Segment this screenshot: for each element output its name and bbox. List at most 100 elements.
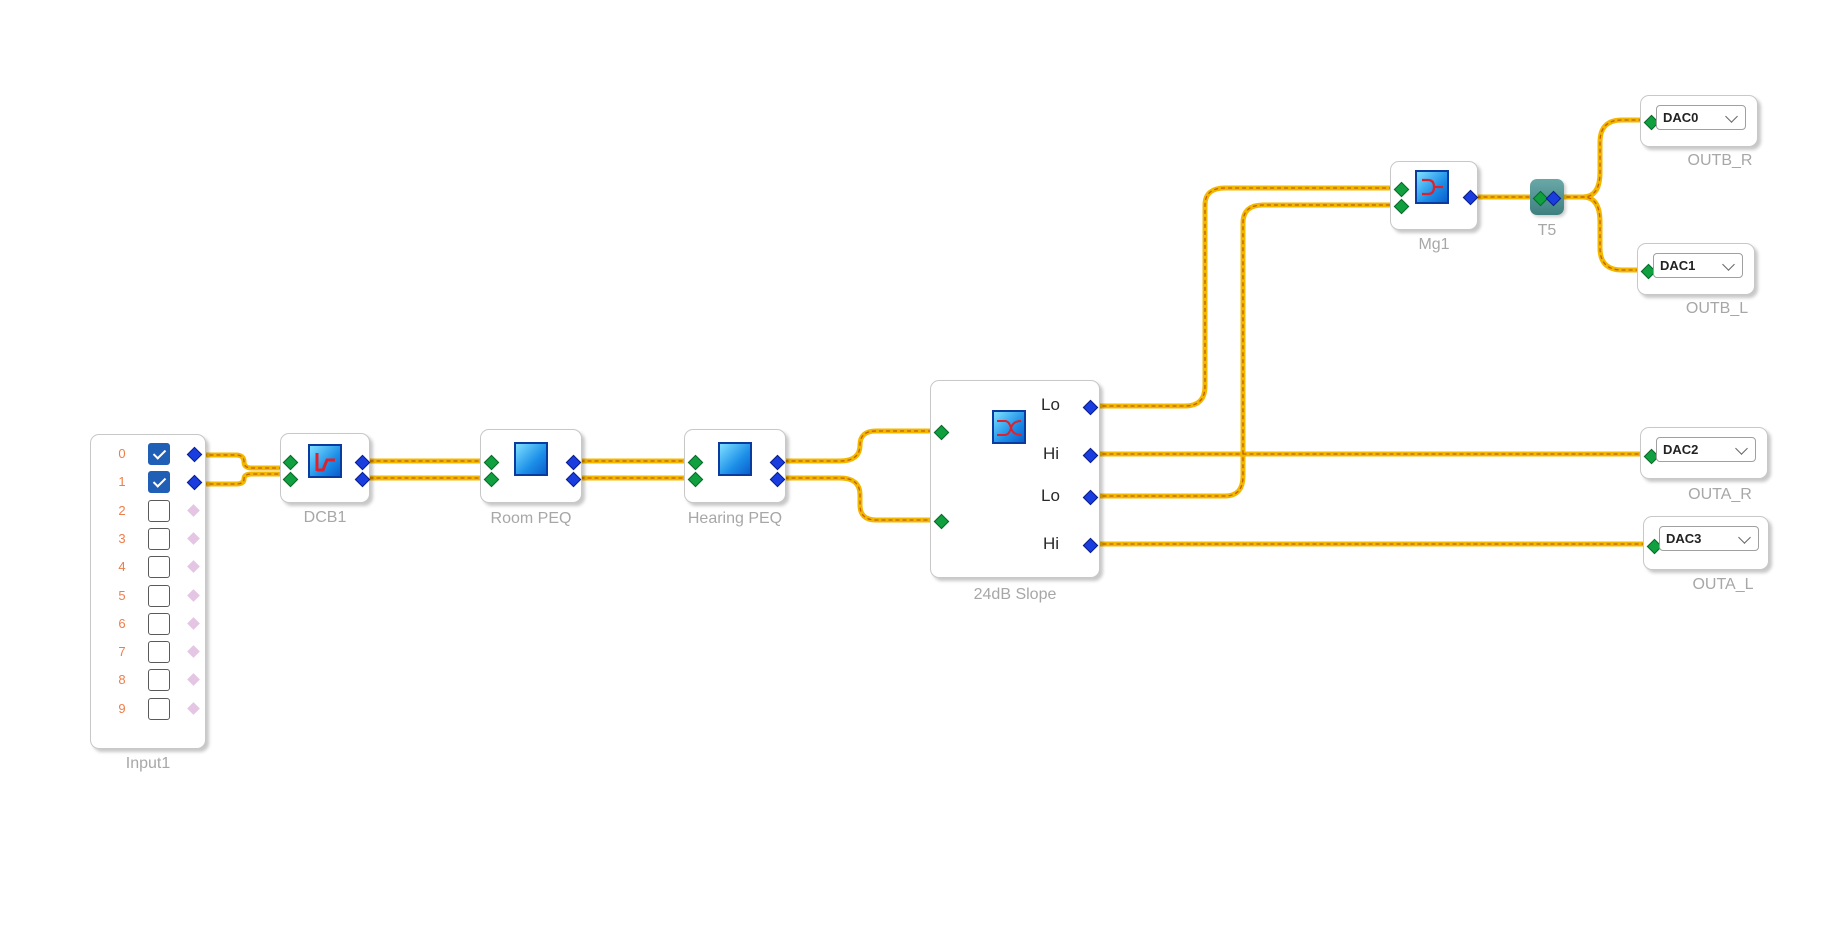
output-caption-outb-r: OUTB_R [1687,152,1753,169]
input-channel-label: 9 [118,700,126,716]
wire-t5-dac1 [1557,194,1643,273]
input-channel-checkbox-8[interactable] [148,669,170,692]
mg1-input-pin-1[interactable] [1393,198,1410,215]
crossover-block[interactable]: Lo Hi Lo Hi [930,380,1100,578]
output-block-dac1[interactable]: DAC1 [1637,243,1755,295]
output-block-dac3[interactable]: DAC3 [1643,516,1769,570]
input-channel-pin-3 [187,532,200,545]
input-channel-checkbox-4[interactable] [148,556,170,579]
hearing-peq-block[interactable] [684,429,786,503]
input-channel-label: 3 [118,530,126,546]
dcb1-output-pin-1[interactable] [354,471,371,488]
output-caption-outa-l: OUTA_L [1692,576,1754,593]
chevron-down-icon [1738,531,1751,544]
input-channel-checkbox-7[interactable] [148,641,170,664]
hearing-peq-output-pin-0[interactable] [769,454,786,471]
crossover-output-pin-0[interactable] [1082,399,1099,416]
room-peq-input-pin-1[interactable] [483,471,500,488]
dac-select-value: DAC0 [1663,110,1699,125]
crossover-output-pin-1[interactable] [1082,447,1099,464]
input-channel-label: 7 [118,644,126,660]
input1-caption: Input1 [125,755,171,772]
input-channel-checkbox-9[interactable] [148,697,170,720]
crossover-icon [992,410,1026,444]
chevron-down-icon [1735,442,1748,455]
wire-hearing-xover-in2 [775,475,933,523]
input-channel-checkbox-2[interactable] [148,499,170,522]
wire-hearing-xover-in1 [775,428,933,464]
chevron-down-icon [1722,258,1735,271]
room-peq-block[interactable] [480,429,582,503]
t5-output-pin[interactable] [1545,190,1562,207]
crossover-out-label-hi-2: Hi [1043,534,1060,553]
input-channel-checkbox-6[interactable] [148,612,170,635]
output-caption-outb-l: OUTB_L [1685,300,1749,317]
output-block-dac2[interactable]: DAC2 [1640,427,1768,479]
room-peq-input-pin-0[interactable] [483,454,500,471]
input-channel-pin-6 [187,616,200,630]
crossover-input-pin-0[interactable] [933,424,950,441]
merge-icon [1415,170,1449,204]
crossover-caption: 24dB Slope [973,586,1057,603]
dac-select-value: DAC3 [1666,531,1702,546]
input-channel-pin-4 [187,560,200,574]
room-peq-caption: Room PEQ [490,510,572,527]
dcb1-output-pin-0[interactable] [354,454,371,471]
peq-icon [718,442,752,476]
dac-select-dac2[interactable]: DAC2 [1656,437,1756,462]
input-channel-label: 2 [118,502,126,518]
input-channel-pin-7 [187,645,200,658]
chevron-down-icon [1725,110,1738,123]
room-peq-output-pin-0[interactable] [565,454,582,471]
input-channel-checkbox-5[interactable] [148,584,170,607]
dac-select-dac3[interactable]: DAC3 [1659,526,1759,551]
crossover-out-label-hi-1: Hi [1043,444,1060,463]
mg1-input-pin-0[interactable] [1393,181,1410,198]
input-channel-label: 8 [118,672,126,688]
t5-block[interactable] [1530,179,1564,215]
wire-t5-dac0 [1557,117,1643,200]
dac-select-dac0[interactable]: DAC0 [1656,105,1746,130]
output-block-dac0[interactable]: DAC0 [1640,95,1758,147]
mg1-output-pin[interactable] [1462,189,1479,206]
input-channel-label: 0 [118,446,126,461]
dac-select-dac1[interactable]: DAC1 [1653,253,1743,278]
crossover-out-label-lo-1: Lo [1041,395,1060,414]
input-channel-pin-9 [187,701,200,715]
dcb1-block[interactable] [280,433,371,503]
wire-xover-lo1-mg1 [1086,185,1393,409]
wire-xover-lo2-mg1 [1086,202,1393,499]
input-channel-pin-0[interactable] [186,446,203,463]
dcb1-caption: DCB1 [303,509,347,526]
crossover-output-pin-2[interactable] [1082,489,1099,506]
hearing-peq-input-pin-0[interactable] [687,454,704,471]
input-channel-label: 6 [118,615,126,631]
mg1-block[interactable] [1390,161,1479,230]
crossover-input-pin-1[interactable] [933,513,950,530]
crossover-output-pin-3[interactable] [1082,537,1099,554]
input-channel-checkbox-1[interactable] [148,471,170,494]
mg1-caption: Mg1 [1418,236,1450,253]
room-peq-output-pin-1[interactable] [565,471,582,488]
dac-select-value: DAC2 [1663,442,1699,457]
peq-icon [514,442,548,476]
dcb1-input-pin-0[interactable] [282,454,299,471]
wire-input0-dcb1 [193,452,291,471]
input-channel-pin-1[interactable] [186,475,203,491]
input-channel-label: 5 [118,587,126,603]
hearing-peq-input-pin-1[interactable] [687,471,704,488]
hearing-peq-caption: Hearing PEQ [687,510,783,527]
input-channel-pin-8 [187,673,200,687]
dc-block-icon [308,444,342,478]
output-caption-outa-r: OUTA_R [1688,486,1752,503]
t5-caption: T5 [1537,222,1557,239]
input-channel-checkbox-0[interactable] [148,443,170,465]
hearing-peq-output-pin-1[interactable] [769,471,786,488]
wire-input1-dcb1 [193,471,291,487]
input-channel-pin-2 [187,503,200,517]
input-channel-checkbox-3[interactable] [148,527,170,550]
input-channel-label: 4 [118,559,126,575]
dcb1-input-pin-1[interactable] [282,471,299,488]
